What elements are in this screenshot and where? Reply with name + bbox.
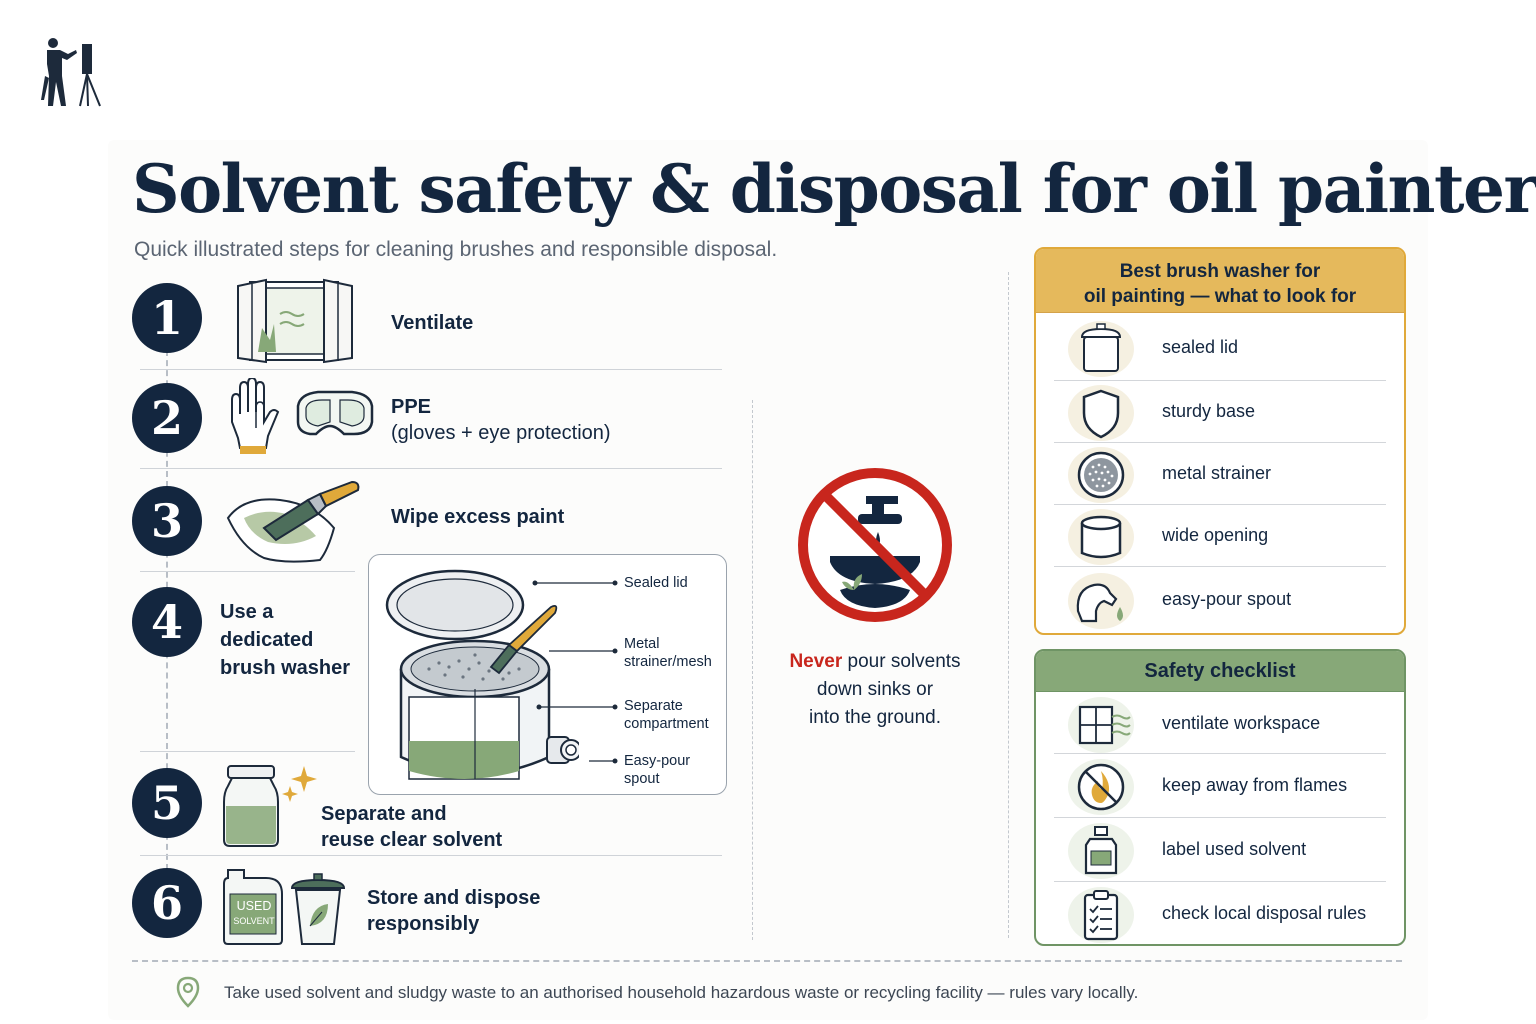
spout-icon [1076, 583, 1123, 623]
step-divider-2 [140, 468, 722, 469]
feature-row-metal-strainer: metal strainer [1036, 443, 1404, 505]
step-divider-3 [140, 571, 355, 572]
safety-panel-title: Safety checklist [1036, 651, 1404, 692]
painter-logo-icon [41, 38, 101, 107]
no-flame-icon [1077, 763, 1125, 811]
step-number-5: 5 [132, 768, 202, 838]
callout-sealed-lid: Sealed lid [624, 575, 688, 591]
feature-row-wide-opening: wide opening [1036, 505, 1404, 567]
step-number-2: 2 [132, 383, 202, 453]
step-label-2: PPE(gloves + eye protection) [391, 396, 611, 444]
brush-washer-illustration [385, 569, 579, 780]
checklist-row-label: label used solvent [1036, 819, 1404, 881]
footer-note: Take used solvent and sludgy waste to an… [224, 983, 1139, 1002]
lid-icon [1080, 323, 1122, 372]
step-label-3: Wipe excess paint [391, 506, 565, 528]
step-divider-5 [140, 855, 722, 856]
middle-divider [752, 400, 753, 940]
page-title: Solvent safety & disposal for oil painte… [132, 150, 1536, 228]
gloves-goggles-icon [231, 378, 374, 454]
footer-divider [132, 960, 1402, 962]
bottle-icon [1084, 826, 1118, 875]
safety-checklist-panel: Safety checklist ventilate workspace kee… [1034, 649, 1406, 946]
step-number-4: 4 [132, 587, 202, 657]
rag-and-brush-icon [226, 480, 360, 563]
window-icon [1078, 705, 1131, 745]
step-number-1: 1 [132, 283, 202, 353]
feature-row-sturdy-base: sturdy base [1036, 381, 1404, 443]
checklist-row-disposal-rules: check local disposal rules [1036, 883, 1404, 944]
opening-icon [1080, 515, 1122, 559]
used-solvent-jug-and-bin-icon [223, 869, 346, 945]
clipboard-icon [1083, 890, 1119, 941]
step-number-3: 3 [132, 486, 202, 556]
shield-icon [1082, 389, 1120, 439]
step-divider-1 [140, 369, 722, 370]
checklist-row-flames: keep away from flames [1036, 755, 1404, 817]
checklist-row-ventilate: ventilate workspace [1036, 693, 1404, 755]
feature-row-sealed-lid: sealed lid [1036, 317, 1404, 379]
open-window-icon [237, 278, 353, 364]
feature-row-easy-pour-spout: easy-pour spout [1036, 569, 1404, 631]
right-divider [1008, 272, 1009, 938]
step-label-1: Ventilate [391, 312, 474, 334]
no-pouring-sink-icon [798, 468, 952, 622]
page-subtitle: Quick illustrated steps for cleaning bru… [134, 238, 778, 261]
strainer-icon [1077, 451, 1125, 499]
step-divider-4 [140, 751, 355, 752]
callout-leader-lines [532, 580, 618, 764]
step-number-6: 6 [132, 868, 202, 938]
solvent-jar-icon [223, 765, 317, 847]
location-pin-icon [176, 976, 200, 1008]
warning-text: Never pour solvents down sinks or into t… [789, 651, 961, 728]
